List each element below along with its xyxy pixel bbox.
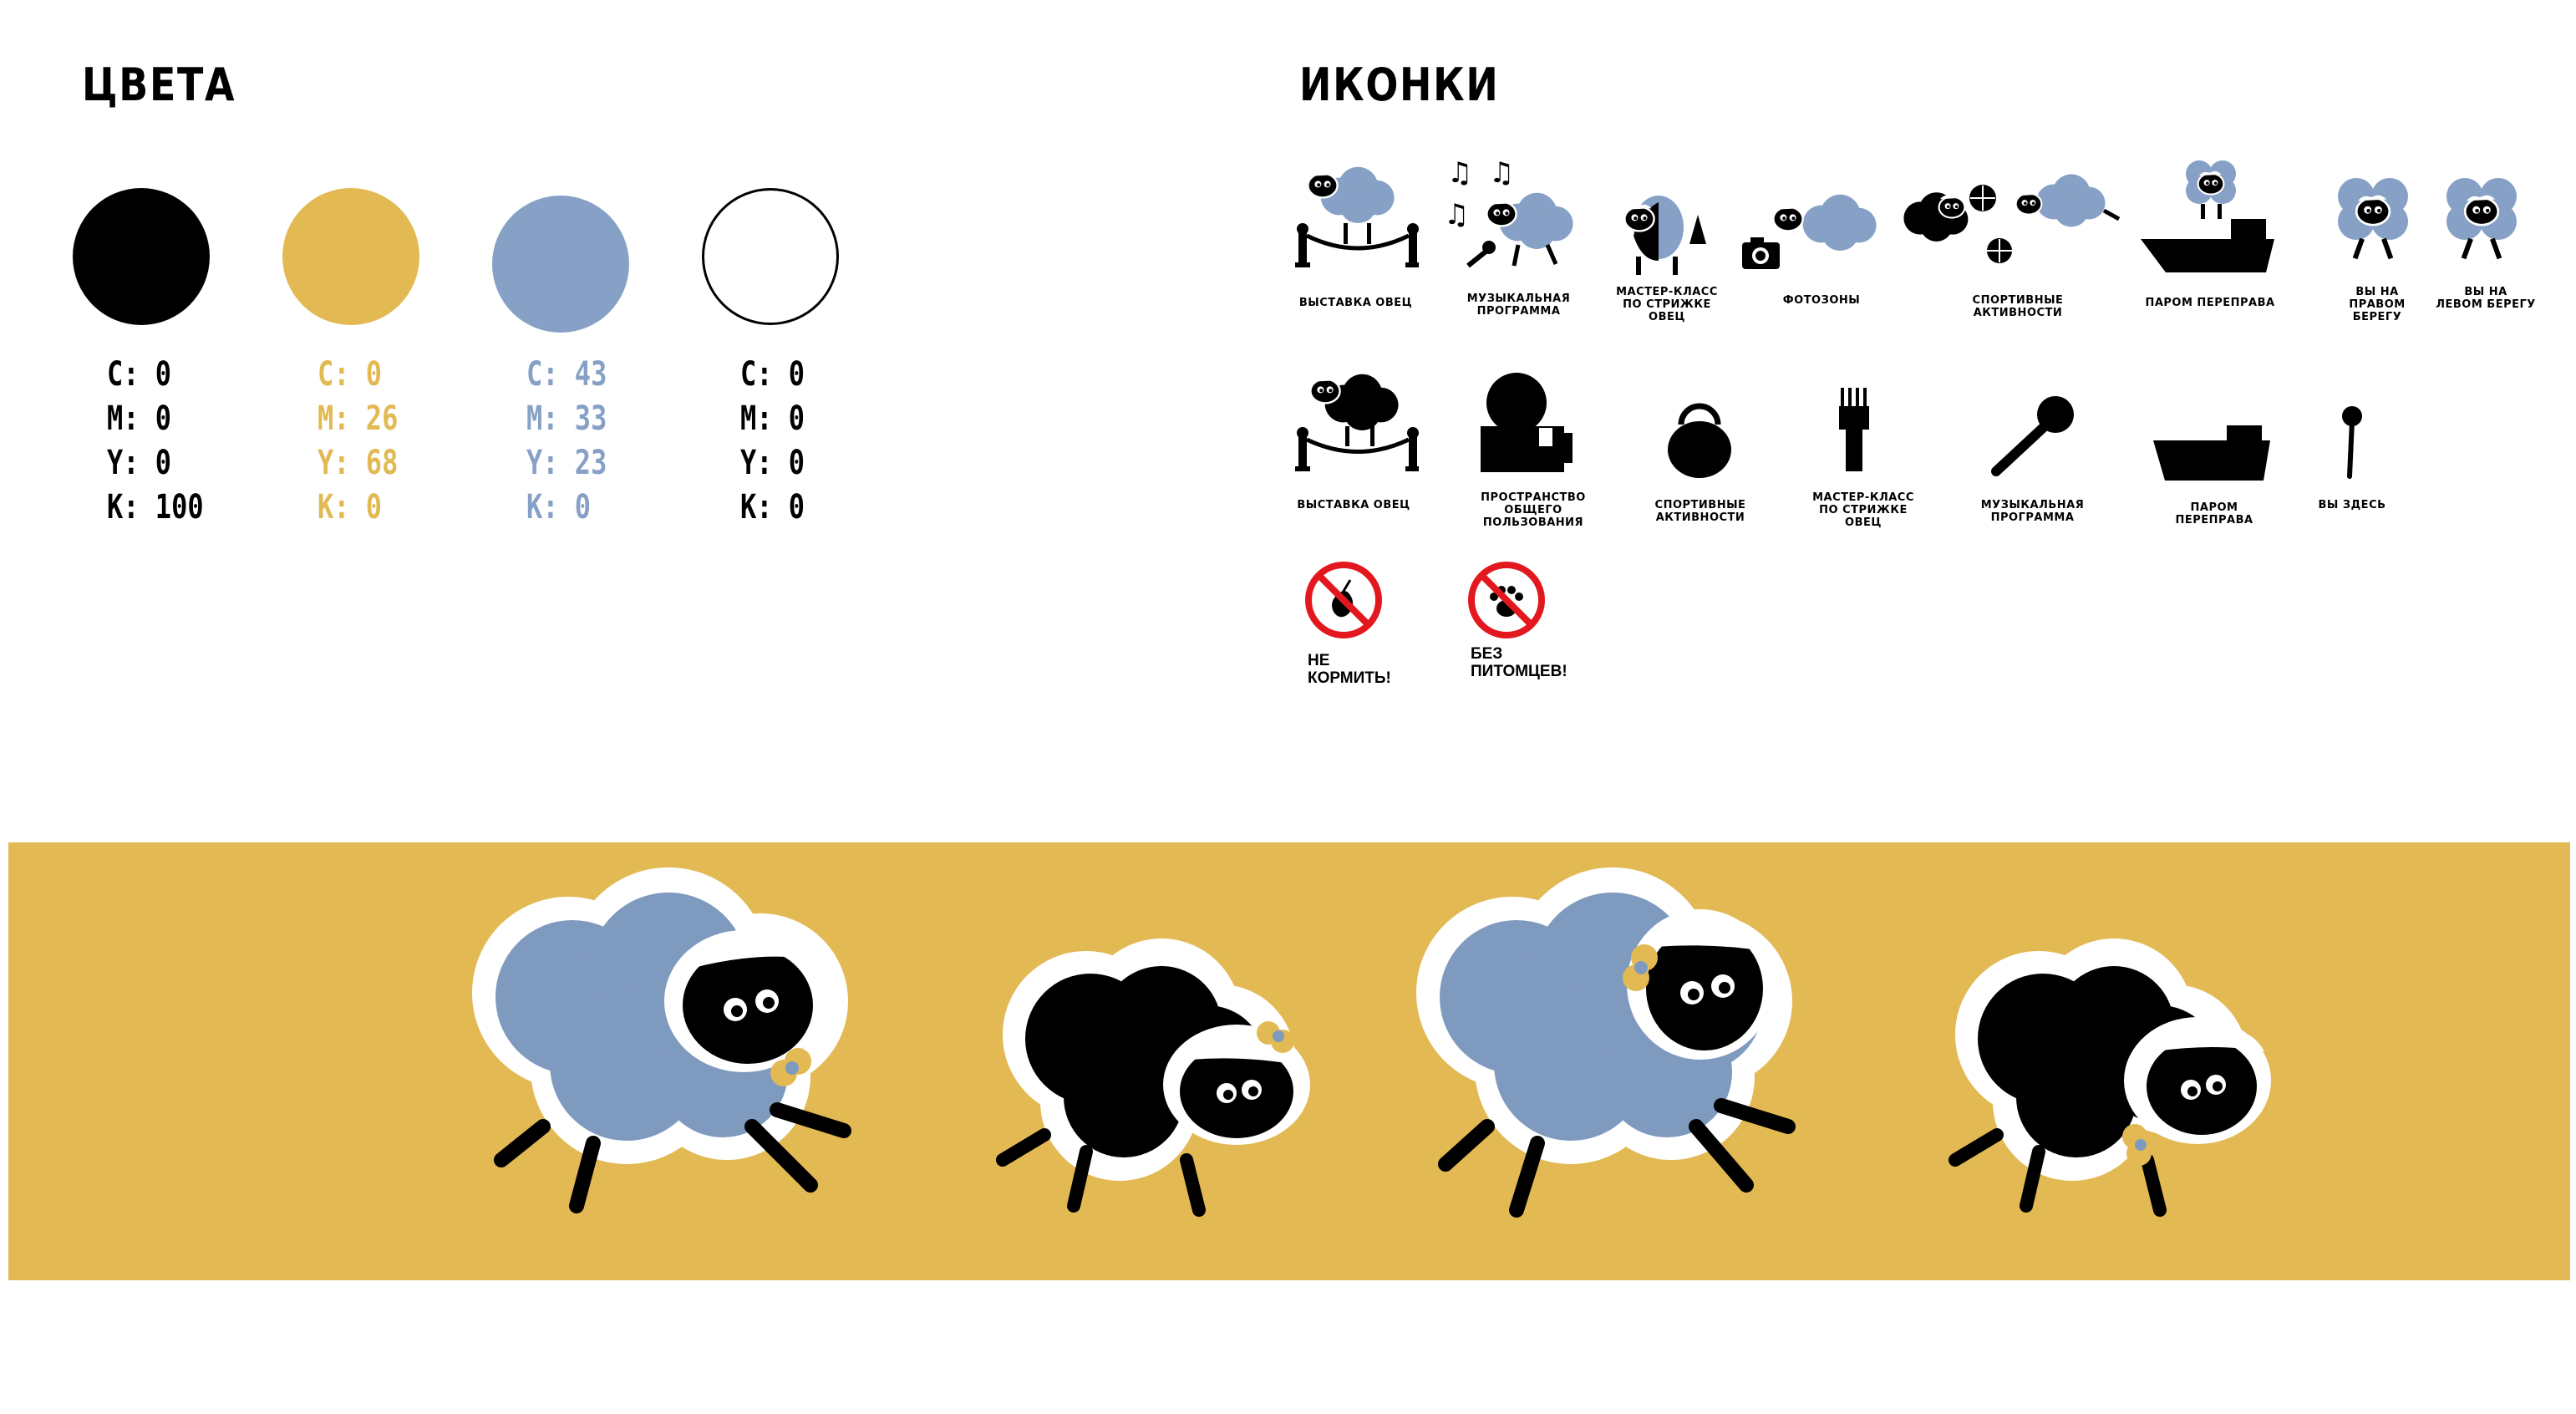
icon-label: паром переправа <box>2145 297 2275 309</box>
cmyk-y: Y: 68 <box>318 444 399 482</box>
icon-label: музыкальная программа <box>1980 499 2085 524</box>
public-space-icon <box>1481 373 1573 472</box>
svg-text:♫: ♫ <box>1447 157 1472 190</box>
icon-label: вы на правом берегу <box>2349 286 2406 323</box>
svg-text:♫: ♫ <box>1444 198 1469 231</box>
no-feeding-icon <box>1305 562 1382 638</box>
sheep-exhibition-mono-icon <box>1295 374 1419 471</box>
swatch-blue <box>492 196 629 333</box>
cmyk-black: C: 0 M: 0 Y: 0 K: 100 <box>107 353 204 530</box>
no-pets-label: БЕЗ ПИТОМЦЕВ! <box>1471 645 1567 680</box>
cmyk-m: M: 26 <box>318 399 399 438</box>
icon-label: мастер-класс по стрижке овец <box>1812 491 1914 529</box>
icon-label: фотозоны <box>1782 294 1861 307</box>
right-bank-icon <box>2338 178 2408 260</box>
cmyk-y: Y: 0 <box>107 444 172 482</box>
colors-title: ЦВЕТА <box>82 58 236 111</box>
black-sheep-4 <box>1949 938 2271 1217</box>
cmyk-c: C: 0 <box>740 355 805 394</box>
ferry-mono-icon <box>2153 425 2270 481</box>
cmyk-k: K: 100 <box>107 488 204 526</box>
cmyk-y: Y: 0 <box>740 444 805 482</box>
cmyk-k: K: 0 <box>318 488 383 526</box>
cmyk-k: K: 0 <box>740 488 805 526</box>
sheep-exhibition-icon <box>1295 166 1419 267</box>
left-bank-icon <box>2446 178 2517 260</box>
icon-label: музыкальная программа <box>1466 292 1571 318</box>
icon-label: выставка овец <box>1298 297 1413 309</box>
cmyk-k: K: 0 <box>526 488 592 526</box>
cmyk-yellow: C: 0 M: 26 Y: 68 K: 0 <box>318 353 398 530</box>
sheep-banner <box>8 842 2570 1280</box>
cmyk-c: C: 43 <box>526 355 607 394</box>
cmyk-white: C: 0 M: 0 Y: 0 K: 0 <box>740 353 805 530</box>
shearing-masterclass-icon <box>1623 196 1706 275</box>
icon-label: вы здесь <box>2318 499 2386 511</box>
icon-label: спортивные активности <box>1972 294 2064 319</box>
icon-label: вы на левом берегу <box>2436 286 2536 311</box>
microphone-icon <box>1991 396 2074 476</box>
blue-sheep-3 <box>1416 867 1796 1218</box>
icon-label: спортивные активности <box>1654 499 1746 524</box>
icon-label: пространство общего пользования <box>1481 491 1586 529</box>
icon-label: мастер-класс по стрижке овец <box>1616 286 1718 323</box>
cmyk-m: M: 0 <box>740 399 805 438</box>
no-pets-icon <box>1468 562 1545 638</box>
cmyk-y: Y: 23 <box>526 444 607 482</box>
black-sheep-2 <box>996 938 1310 1217</box>
cmyk-c: C: 0 <box>318 355 383 394</box>
shears-icon <box>1839 388 1869 471</box>
cmyk-m: M: 0 <box>107 399 172 438</box>
swatch-black <box>73 188 210 325</box>
icon-label: выставка овец <box>1297 499 1410 511</box>
ferry-icon <box>2141 160 2274 272</box>
sports-activities-icon <box>1903 174 2121 263</box>
svg-text:♫: ♫ <box>1489 157 1514 190</box>
swatch-white <box>702 188 839 325</box>
swatch-yellow <box>282 188 419 325</box>
you-are-here-icon <box>2342 406 2362 479</box>
music-program-icon: ♫ ♫ ♫ <box>1444 157 1573 268</box>
cmyk-blue: C: 43 M: 33 Y: 23 K: 0 <box>526 353 607 530</box>
blue-sheep-1 <box>472 867 851 1213</box>
icons-title: ИКОНКИ <box>1299 58 1500 111</box>
cmyk-c: C: 0 <box>107 355 172 394</box>
cmyk-m: M: 33 <box>526 399 607 438</box>
no-feeding-label: НЕ КОРМИТЬ! <box>1308 652 1391 687</box>
icon-label: паром переправа <box>2175 501 2253 526</box>
kettlebell-icon <box>1668 403 1731 478</box>
photo-zone-icon <box>1742 194 1877 269</box>
